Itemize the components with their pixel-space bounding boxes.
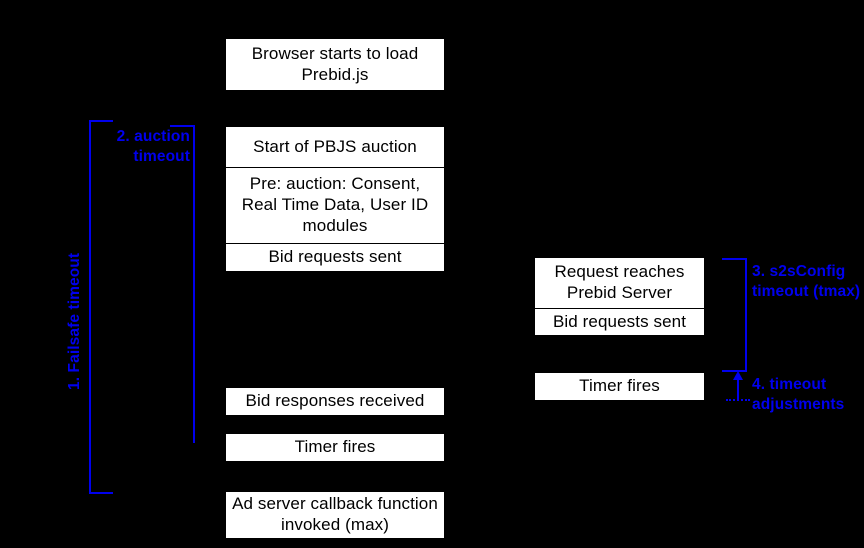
timeout-adjustments-arrow-head [733,371,743,380]
process-box-label: Bid requests sent [268,247,402,267]
process-box-server-timer-fires: Timer fires [534,372,705,401]
process-box-pre-auction-modules: Pre: auction: Consent, Real Time Data, U… [225,167,445,244]
process-box-label: Browser starts to load Prebid.js [251,43,419,84]
annotation-s2sconfig-timeout: 3. s2sConfig timeout (tmax) [752,263,861,300]
process-box-ad-server-callback: Ad server callback function invoked (max… [225,491,445,539]
process-box-timer-fires: Timer fires [225,433,445,462]
failsafe-timeout-bracket-bottom-tick [89,492,113,494]
annotation-failsafe-timeout: 1. Failsafe timeout [66,252,83,390]
process-box-bid-responses-received: Bid responses received [225,387,445,416]
process-box-label: Timer fires [579,376,660,396]
annotation-auction-timeout: 2. auction timeout [116,128,190,165]
process-box-label: Ad server callback function invoked (max… [232,494,438,534]
process-box-request-reaches-server: Request reaches Prebid Server [534,257,705,309]
timeout-adjustments-arrow-shaft [737,378,739,399]
process-box-auction-start: Start of PBJS auction [225,126,445,168]
process-box-browser-load: Browser starts to load Prebid.js [225,38,445,91]
annotation-timeout-adjustments: 4. timeout adjustments [752,376,845,413]
auction-timeout-bracket-top-tick [170,125,195,127]
failsafe-timeout-bracket-vline [89,120,91,494]
s2sconfig-timeout-bracket-top-tick [722,258,747,260]
process-box-label: Timer fires [294,437,376,457]
process-box-label: Bid requests sent [552,311,687,331]
failsafe-timeout-bracket-top-tick [89,120,113,122]
process-box-label: Request reaches Prebid Server [554,262,685,302]
timeout-adjustments-baseline [726,399,750,401]
process-box-server-bid-requests-sent: Bid requests sent [534,308,705,336]
process-box-label: Start of PBJS auction [253,136,417,156]
process-box-label: Pre: auction: Consent, Real Time Data, U… [241,174,429,235]
process-box-label: Bid responses received [245,391,425,411]
s2sconfig-timeout-bracket-vline [745,258,747,372]
process-box-bid-requests-sent: Bid requests sent [225,243,445,272]
auction-timeout-bracket-vline [193,125,195,443]
